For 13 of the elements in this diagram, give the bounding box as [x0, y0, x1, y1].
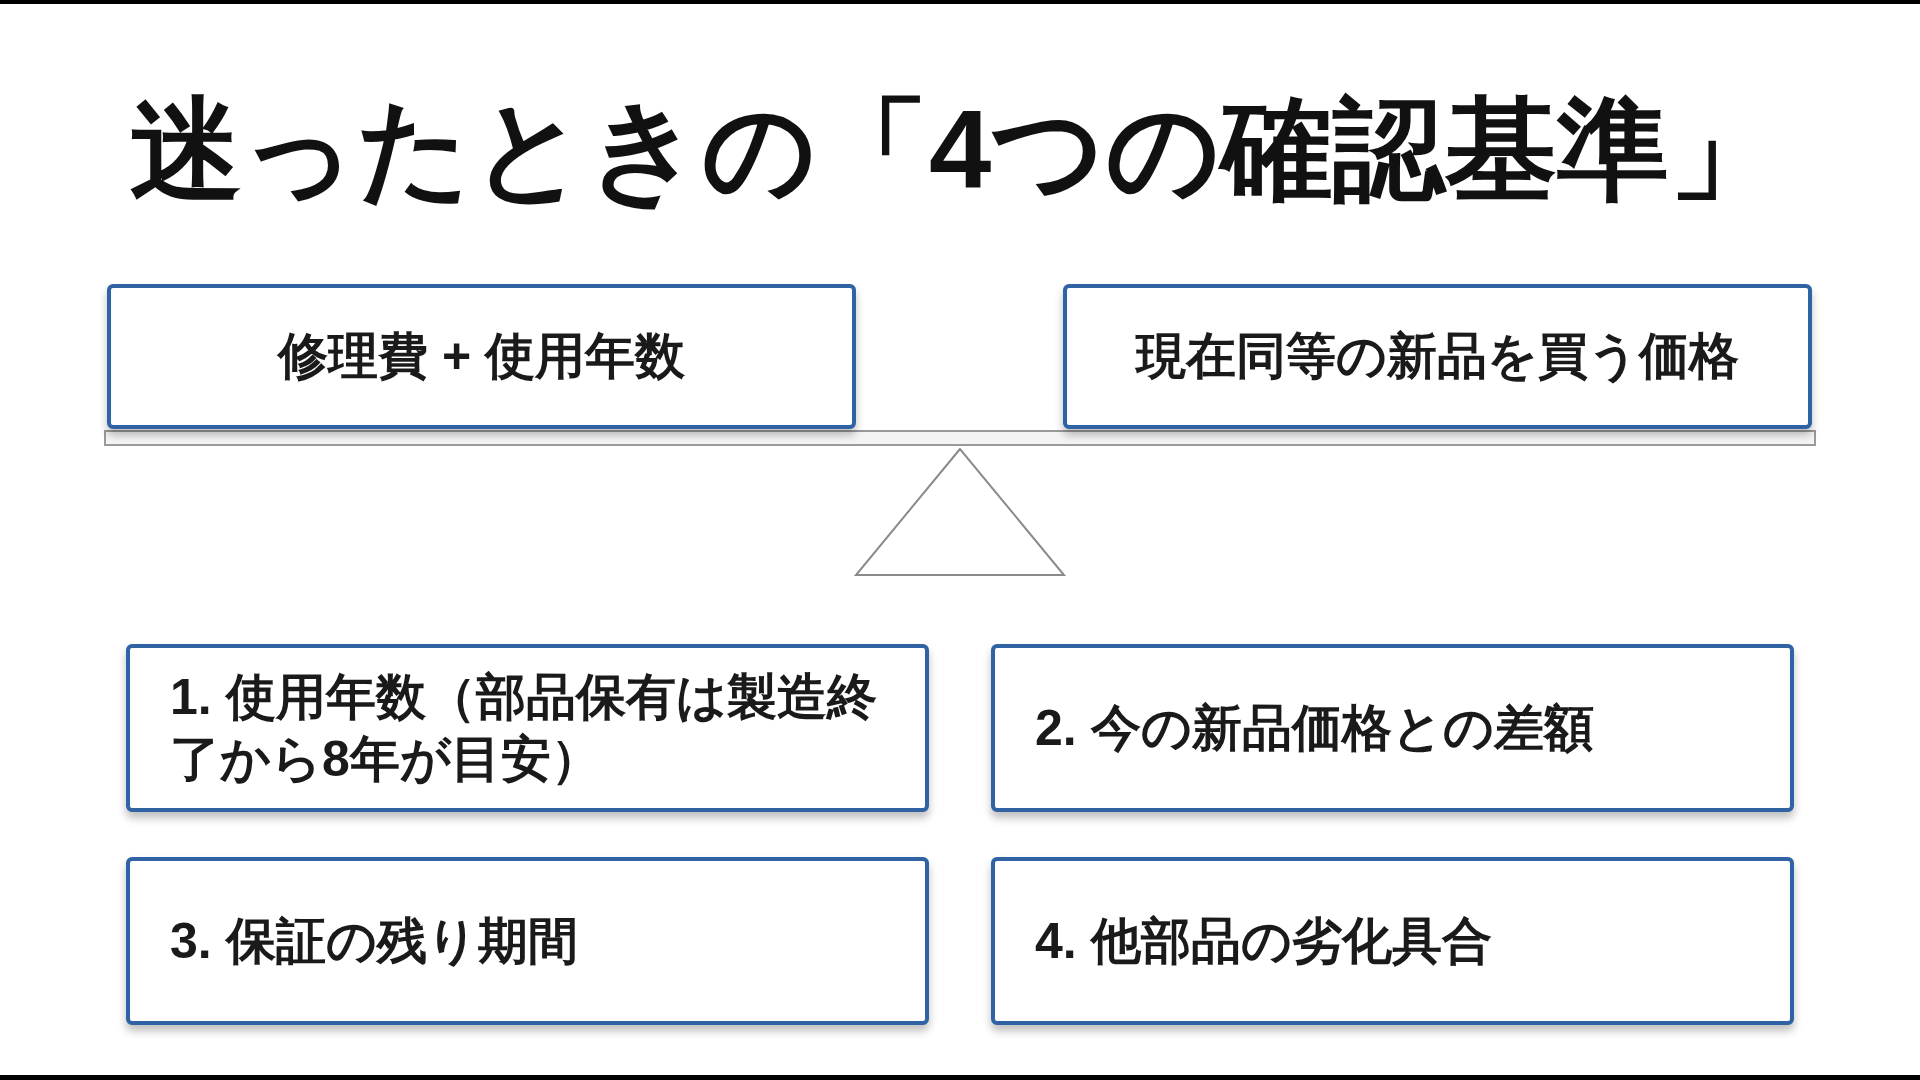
- criteria-box: [126, 644, 929, 812]
- criteria-text: 3. 保証の残り期間: [170, 911, 578, 971]
- criteria-box: [126, 857, 929, 1025]
- criteria-text: 2. 今の新品価格との差額: [1035, 698, 1594, 758]
- criteria-text: 現在同等の新品を買う価格: [1136, 327, 1739, 387]
- title: 迷ったときの「4つの確認基準」: [130, 86, 1782, 214]
- criteria-box: [991, 644, 1794, 812]
- criteria-text: 修理費 + 使用年数: [278, 327, 685, 387]
- criteria-box: [1063, 284, 1812, 429]
- criteria-text: 4. 他部品の劣化具合: [1035, 911, 1492, 971]
- criteria-box: [991, 857, 1794, 1025]
- criteria-text: 1. 使用年数（部品保有は製造終了から8年が目安）: [170, 667, 878, 789]
- criteria-box: [107, 284, 856, 429]
